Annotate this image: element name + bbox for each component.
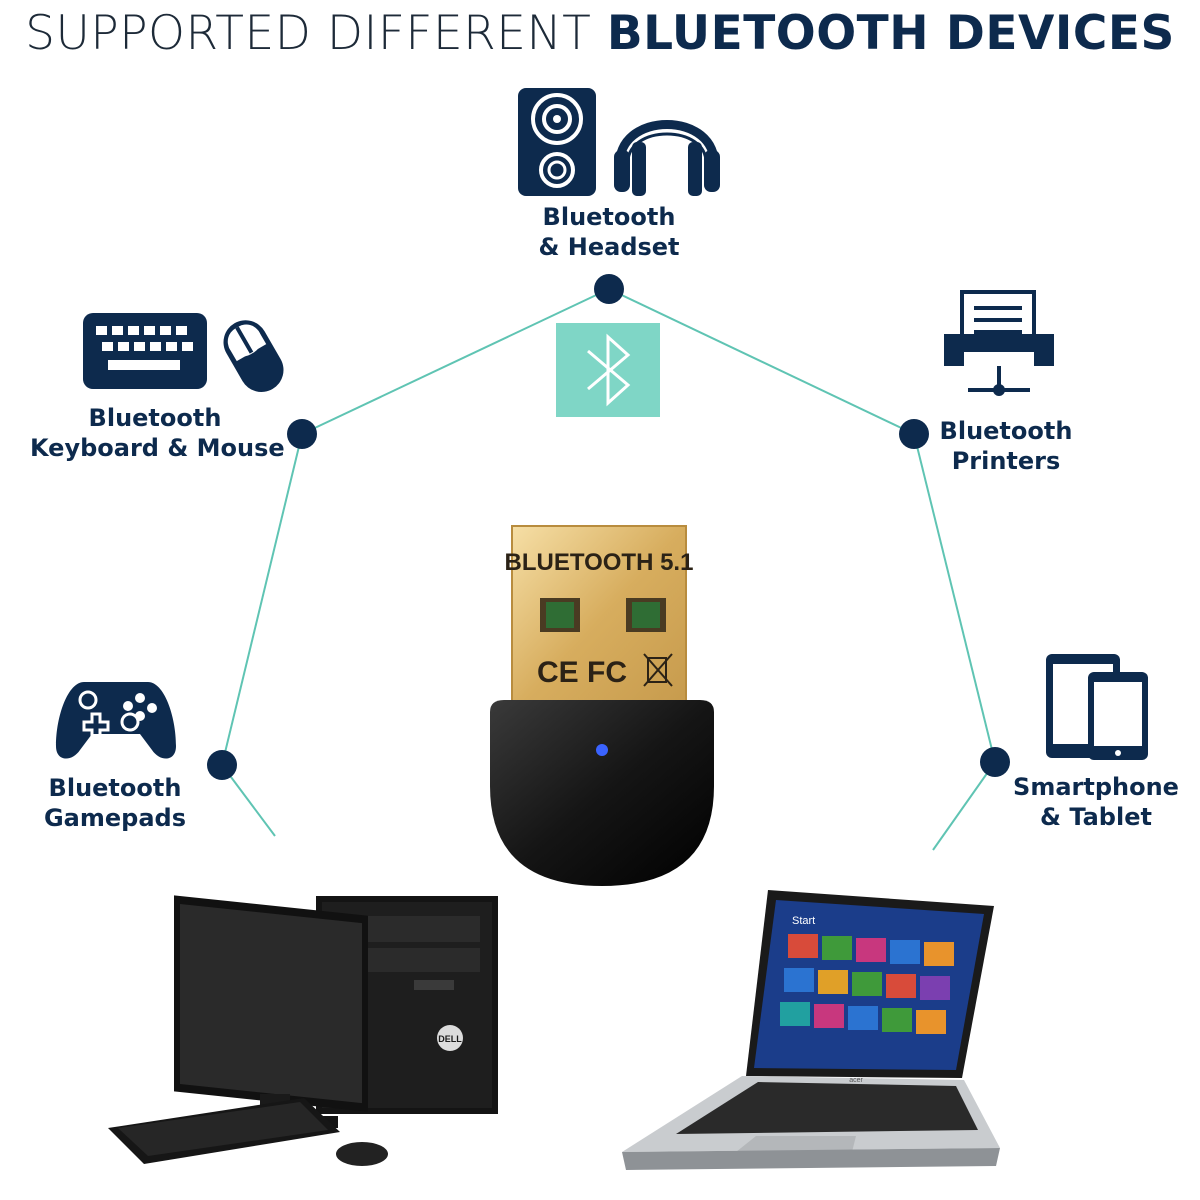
desktop-computer-image: DELL [108,895,498,1166]
page-title: SUPPORTED DIFFERENT BLUETOOTH DEVICES [0,6,1200,61]
label-gamepad-line2: Gamepads [43,804,187,832]
label-headset-line2: & Headset [538,233,680,261]
led-indicator [596,744,608,756]
printer-icon [944,290,1054,396]
line-top-left [301,288,610,435]
mouse-icon [223,320,284,392]
laptop-image: Start acer [622,890,1000,1170]
node-keyboard [287,419,317,449]
line-top-right [608,288,915,435]
tablet-phone-icon [1046,654,1148,760]
gamepad-icon [56,682,176,759]
laptop-brand: acer [849,1077,863,1084]
label-printer: Bluetooth Printers [926,416,1086,476]
bluetooth-icon [556,323,660,417]
label-keyboard-line2: Keyboard & Mouse [30,434,285,462]
node-headset [594,274,624,304]
node-printer [899,419,929,449]
label-gamepad: Bluetooth Gamepads [30,773,200,833]
node-phone [980,747,1010,777]
headphones-icon [614,120,720,196]
adapter-marks: CE FC [537,656,627,689]
label-printer-line2: Printers [951,447,1061,475]
label-printer-line1: Bluetooth [939,417,1073,445]
title-bold: BLUETOOTH DEVICES [606,6,1175,61]
label-headset-line1: Bluetooth [542,203,676,231]
adapter-label: BLUETOOTH 5.1 [505,549,694,576]
line-right-bottom [932,761,996,851]
node-gamepad [207,750,237,780]
desktop-brand: DELL [438,1034,462,1044]
label-phone-line2: & Tablet [1040,803,1152,831]
label-gamepad-line1: Bluetooth [48,774,182,802]
laptop-screen-title: Start [792,915,815,927]
label-keyboard-line1: Bluetooth [88,404,222,432]
label-keyboard: Bluetooth Keyboard & Mouse [30,403,285,463]
usb-adapter-image: BLUETOOTH 5.1 CE FC [490,525,714,886]
keyboard-icon [83,313,207,389]
label-headset: Bluetooth & Headset [509,202,709,262]
start-tiles [780,934,954,1034]
title-light: SUPPORTED DIFFERENT [25,6,592,61]
label-phone-line1: Smartphone [1013,773,1179,801]
label-phone: Smartphone & Tablet [1008,772,1184,832]
line-right-mid [913,433,996,763]
line-left-mid [221,433,303,766]
weee-icon [643,653,673,687]
speaker-icon [518,88,596,196]
